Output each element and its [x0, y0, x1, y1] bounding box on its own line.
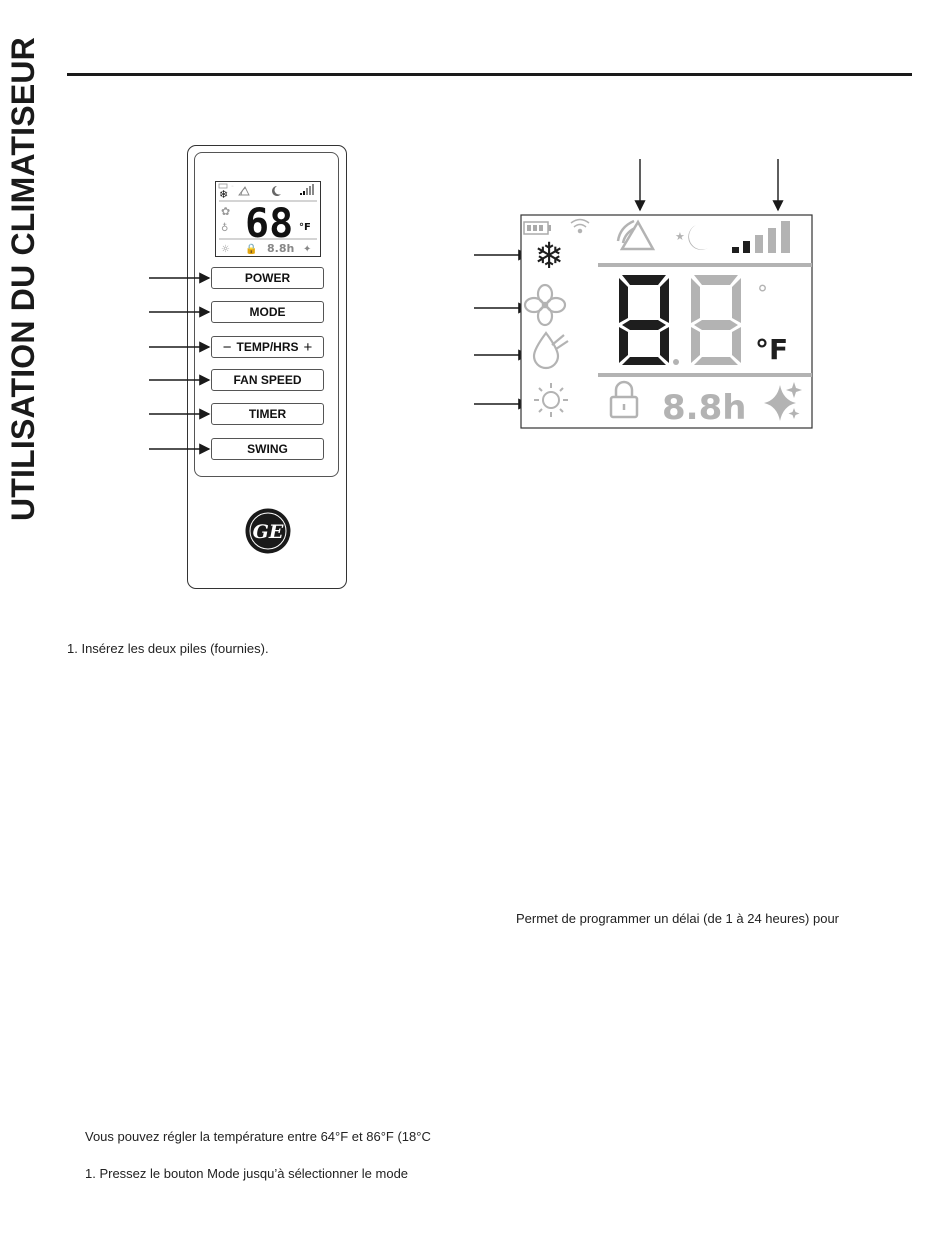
lock-icon: [609, 380, 639, 419]
lock-icon: 🔒: [245, 243, 257, 255]
snowflake-icon: ❄: [219, 188, 228, 201]
ge-logo-icon: GE: [245, 508, 291, 554]
battery-icon: [523, 221, 551, 235]
mode-button[interactable]: MODE: [211, 301, 324, 323]
fan-icon: ✿: [221, 205, 230, 218]
timer-button[interactable]: TIMER: [211, 403, 324, 425]
remote-button-panel: [194, 152, 339, 477]
lcd-display-diagram: ★ ❄: [474, 159, 813, 429]
decimal-point: [673, 359, 679, 365]
temperature-digit-2: [691, 275, 741, 365]
temperature-digit-1: [619, 275, 669, 365]
fan-speed-bars-icon: [732, 221, 790, 253]
temp-plus-icon[interactable]: +: [303, 338, 313, 356]
power-button[interactable]: POWER: [211, 267, 324, 289]
battery-step-text: 1. Insérez les deux piles (fournies).: [67, 641, 269, 656]
fan-icon: [523, 283, 567, 327]
snowflake-icon: ❄: [534, 236, 564, 277]
degree-symbol-celsius: °: [757, 282, 768, 307]
fahrenheit-unit: °F: [755, 333, 788, 366]
dry-icon: [532, 331, 569, 370]
side-title: UTILISATION DU CLIMATISEUR: [5, 37, 41, 521]
ge-logo-text: GE: [253, 521, 284, 543]
temperature-range-text: Vous pouvez régler la température entre …: [85, 1129, 431, 1144]
svg-text:★: ★: [675, 230, 685, 243]
dry-icon: ♁: [221, 222, 228, 234]
fan-speed-button[interactable]: FAN SPEED: [211, 369, 324, 391]
mini-temp-digits: 68: [245, 201, 293, 247]
sleep-moon-icon: ★: [675, 225, 708, 250]
mini-unit: °F: [299, 222, 311, 233]
swing-button[interactable]: SWING: [211, 438, 324, 460]
top-rule: [67, 73, 912, 76]
temp-minus-icon[interactable]: −: [222, 338, 232, 356]
temp-hrs-label: TEMP/HRS: [236, 340, 299, 354]
svg-text:◦: ◦: [231, 184, 234, 190]
sleep-moon-icon: [272, 186, 281, 196]
sparkle-icon: ✦: [303, 244, 311, 255]
mini-timer: 8.8h: [267, 242, 294, 255]
sparkle-icon: [764, 382, 802, 421]
timer-hours-readout: 8.8h: [662, 388, 746, 428]
remote-callout-arrows: [149, 272, 211, 455]
signal-icon: [570, 218, 590, 234]
remote-mini-display: ◦ ❄ ✿ ♁ ☼ 68 °F 🔒 8.8h ✦: [215, 181, 321, 257]
mode-step-text: 1. Pressez le bouton Mode jusqu’à sélect…: [85, 1166, 409, 1181]
swing-icon: [616, 219, 656, 251]
timer-description-text: Permet de programmer un délai (de 1 à 24…: [516, 911, 840, 926]
sun-icon: [534, 383, 568, 417]
temp-hrs-button[interactable]: − TEMP/HRS +: [211, 336, 324, 358]
sun-icon: ☼: [221, 244, 230, 255]
